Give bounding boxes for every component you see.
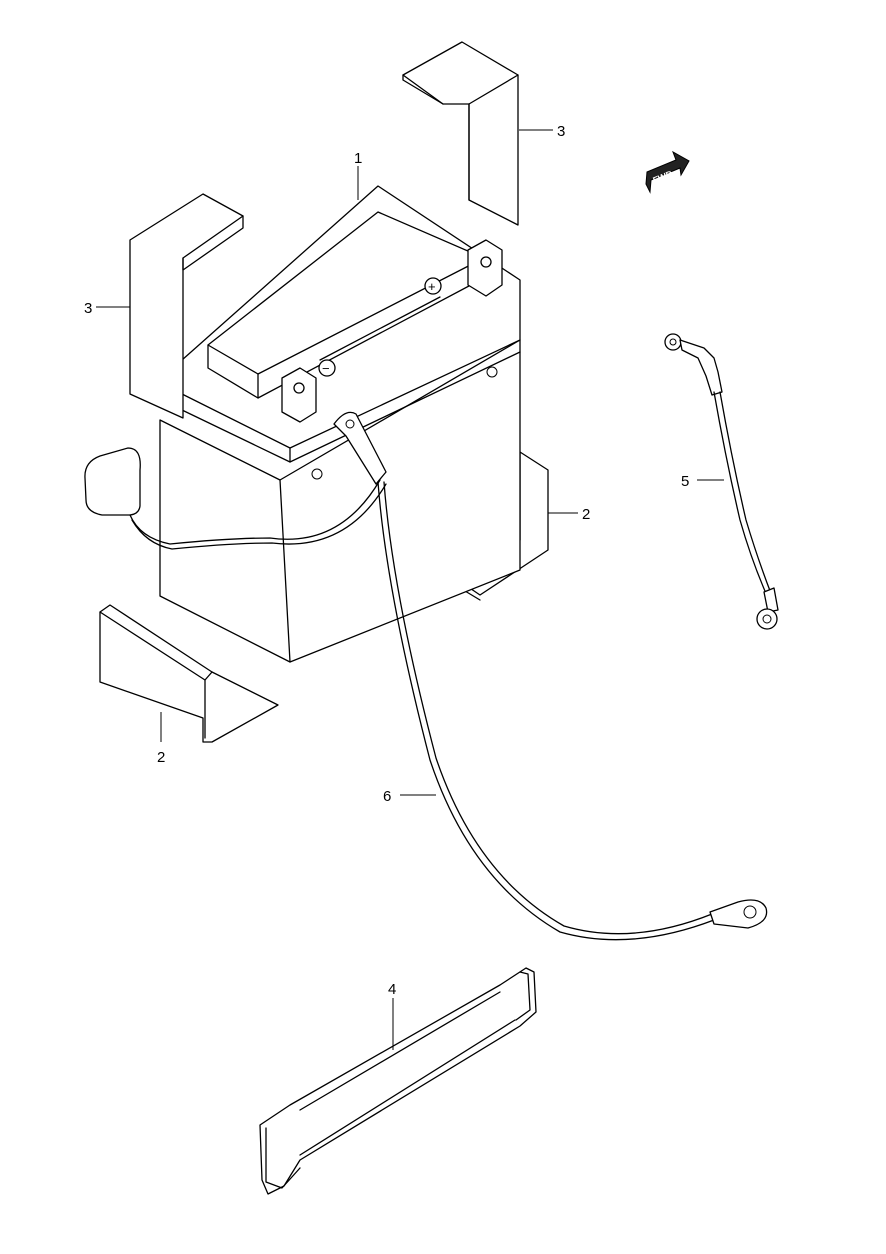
negative-mark: − (322, 361, 330, 376)
callout-cable-long: 6 (383, 788, 391, 805)
battery-strap (259, 967, 537, 1195)
battery-cable-short (664, 333, 779, 630)
callouts: 1 3 3 2 2 5 6 4 (84, 123, 724, 1050)
callout-strap: 4 (388, 981, 396, 998)
callout-cover-left: 3 (84, 300, 92, 317)
battery-bracket-lower-left (99, 604, 279, 743)
callout-cover-top-right: 3 (557, 123, 565, 140)
vent-hose (84, 447, 387, 550)
fwd-arrow-icon: FWD (645, 150, 690, 194)
battery: + − (159, 185, 521, 663)
callout-bracket-right: 2 (582, 506, 590, 523)
battery-cable-long (333, 411, 768, 941)
battery-cover-left (129, 193, 244, 419)
callout-bracket-lower-left: 2 (157, 749, 165, 766)
battery-cover-top-right (402, 41, 519, 226)
callout-battery: 1 (354, 150, 362, 167)
positive-mark: + (428, 279, 436, 294)
callout-cable-short: 5 (681, 473, 689, 490)
